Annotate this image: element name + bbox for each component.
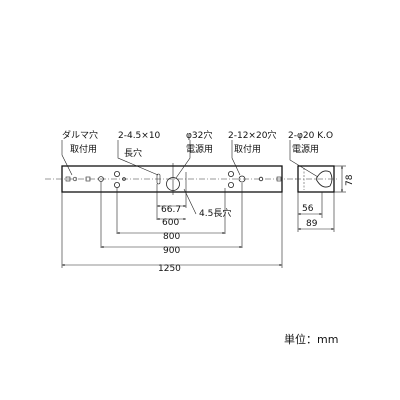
dim-800: 800 xyxy=(163,232,180,242)
ko-spec-label: 2-φ20 K.O xyxy=(288,131,333,141)
mounting-mark-left xyxy=(85,176,91,182)
hole-pair-left-top xyxy=(114,170,121,177)
dim-1250: 1250 xyxy=(158,264,181,274)
slot45-label: 4.5長穴 xyxy=(199,207,231,219)
hole-12x20-bottom xyxy=(227,181,234,188)
hole-pair-left-right xyxy=(122,177,126,181)
daruma-purpose-label: 取付用 xyxy=(70,144,97,155)
dim-66-7: 66.7 xyxy=(161,205,181,215)
hole-pair-left-bottom xyxy=(114,181,121,188)
knockout-oval xyxy=(315,170,333,188)
daruma-hole xyxy=(65,176,78,182)
leader-lines xyxy=(61,140,319,215)
hole-12x20-top xyxy=(227,170,234,177)
dim-78: 78 xyxy=(345,174,355,186)
slot-spec-label: 2-4.5×10 xyxy=(118,131,161,141)
ko-purpose-label: 電源用 xyxy=(292,144,319,155)
slot-4-5x10 xyxy=(156,173,161,185)
unit-label: 単位：mm xyxy=(284,332,338,346)
side-view xyxy=(295,165,338,193)
phi32-hole-label: φ32穴 xyxy=(186,129,212,141)
front-view xyxy=(45,163,298,195)
slot-name-label: 長穴 xyxy=(124,147,142,159)
dim-56: 56 xyxy=(302,204,314,214)
front-dimensions xyxy=(61,182,283,268)
dim-600: 600 xyxy=(162,218,179,228)
hole-12x20-label: 2-12×20穴 xyxy=(228,129,276,141)
side-dimensions xyxy=(297,165,346,232)
hole-12x20-purpose-label: 取付用 xyxy=(234,144,261,155)
phi32-hole xyxy=(166,177,180,191)
dim-900: 900 xyxy=(163,246,180,256)
slot-hole-right xyxy=(258,176,264,182)
hole-12x20-center xyxy=(238,175,246,183)
dim-89: 89 xyxy=(306,219,318,229)
slot-hole-left xyxy=(98,176,104,182)
phi32-purpose-label: 電源用 xyxy=(186,144,213,155)
mounting-mark-right xyxy=(276,176,282,182)
daruma-hole-label: ダルマ穴 xyxy=(62,129,98,141)
